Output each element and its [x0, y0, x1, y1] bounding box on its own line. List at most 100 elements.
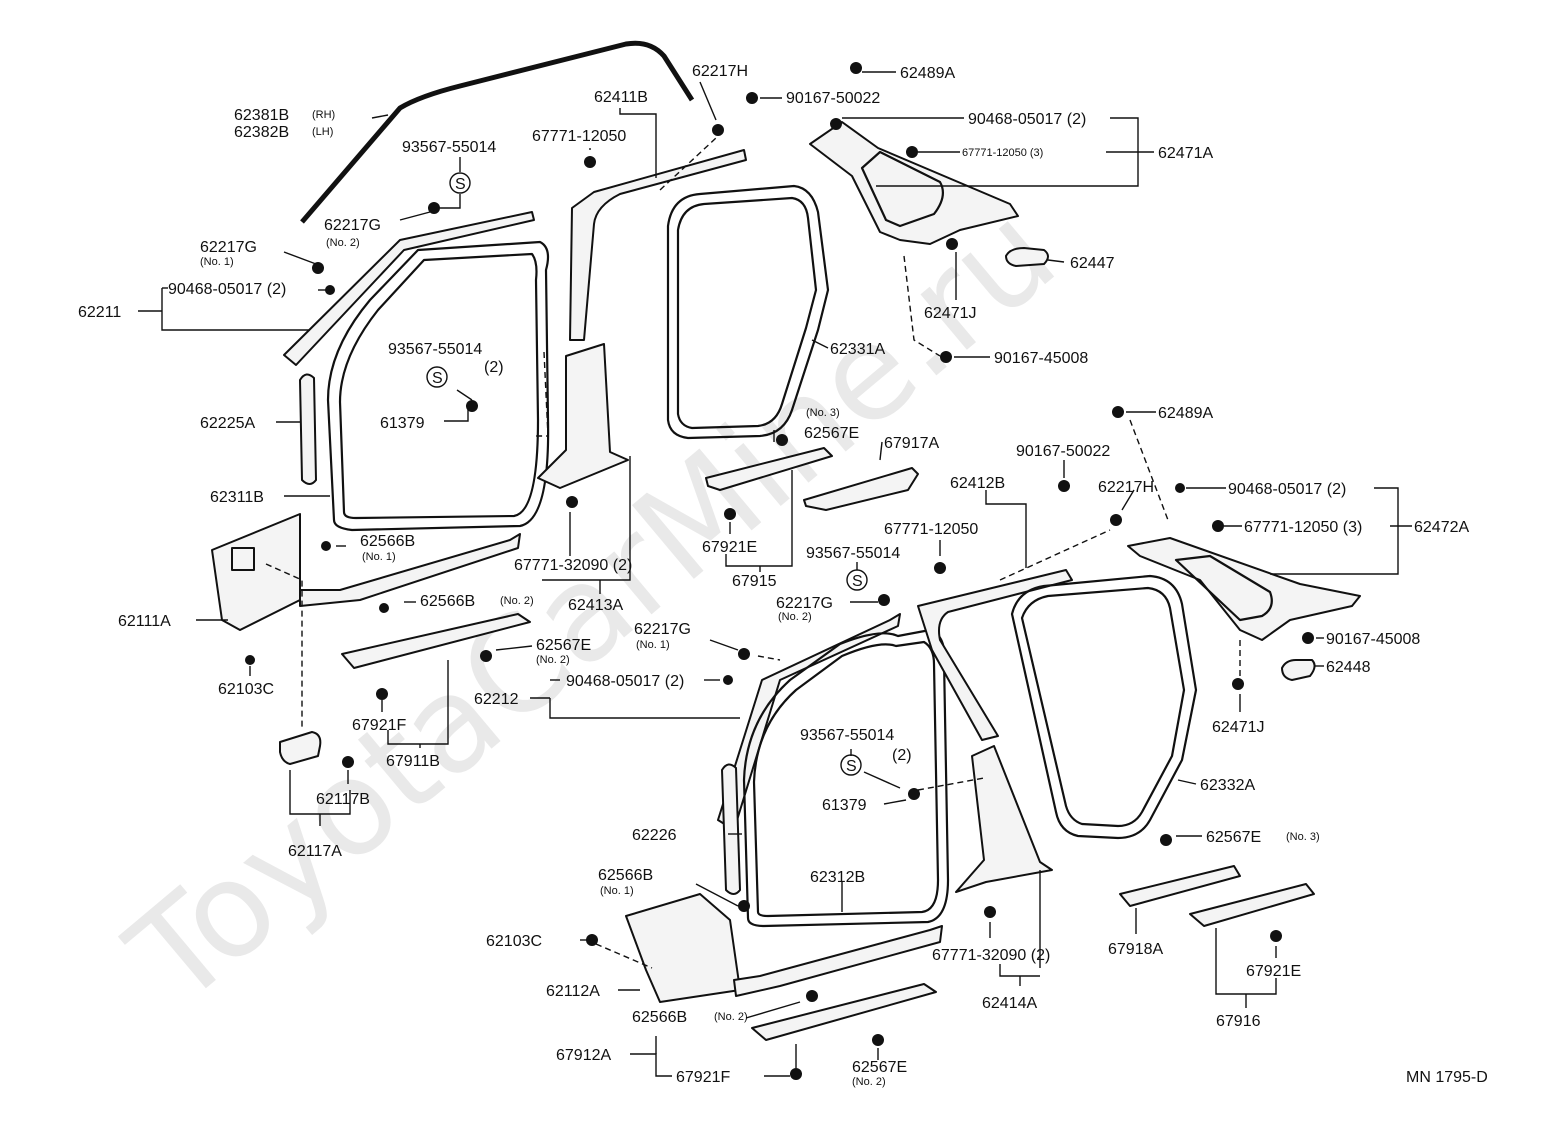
clip-62217H-upper [712, 124, 724, 136]
label-62225A: 62225A [200, 415, 255, 432]
label-93567-c: 93567-55014 [806, 545, 900, 562]
label-no1-c: (No. 1) [362, 551, 396, 563]
front-door-sill-trim-lower [733, 925, 943, 997]
clip-67771-upper-center [584, 156, 596, 168]
label-no2-j: (No. 2) [852, 1076, 886, 1088]
label-two-b: (2) [484, 359, 504, 376]
rear-scuff-plate-67918A [1119, 865, 1241, 907]
clip-62217G-no1-upper [312, 262, 324, 274]
label-67771-a: 67771-12050 [532, 128, 626, 145]
center-pillar-lower-garnish-lower [955, 745, 1053, 893]
clip-62567E-no3-lower [1160, 834, 1172, 846]
rear-door-weatherstrip-lower-inner [1020, 586, 1186, 828]
clip-90167-50022-lower [1058, 480, 1070, 492]
label-62411B: 62411B [594, 89, 648, 106]
label-no1-b: (No. 1) [200, 256, 234, 268]
s-symbol-2 [426, 366, 448, 388]
label-62567E-c: 62567E [1206, 829, 1261, 846]
label-62217G-b: 62217G [200, 239, 257, 256]
rear-door-weatherstrip [666, 184, 830, 440]
label-62117A: 62117A [288, 843, 342, 860]
label-62414A: 62414A [982, 995, 1037, 1012]
label-62566B-b: 62566B [420, 593, 475, 610]
clip-90167-45008-lower [1302, 632, 1314, 644]
label-no3-a: (No. 3) [806, 407, 840, 419]
label-90468-a: 90468-05017 (2) [168, 281, 286, 298]
clip-90167-upper [746, 92, 758, 104]
rear-scuff-plate-67917A [803, 467, 919, 511]
label-62413A: 62413A [568, 597, 623, 614]
label-62412B: 62412B [950, 475, 1005, 492]
kick-panel-vent [231, 547, 255, 571]
label-62566B-c: 62566B [598, 867, 653, 884]
center-pillar-lower-garnish [537, 343, 629, 489]
label-62217G-c: 62217G [776, 595, 833, 612]
clip-62117B [342, 756, 354, 768]
label-62112A: 62112A [546, 983, 600, 1000]
label-62117B: 62117B [316, 791, 370, 808]
clip-62103C-upper [245, 655, 255, 665]
front-kick-panel [211, 513, 301, 631]
label-62489A-a: 62489A [900, 65, 955, 82]
label-90167-45008-b: 90167-45008 [1326, 631, 1420, 648]
clip-62217G-no1-lower [738, 648, 750, 660]
label-62566B-d: 62566B [632, 1009, 687, 1026]
label-67771-32090-a: 67771-32090 (2) [514, 557, 632, 574]
label-67917A: 67917A [884, 435, 939, 452]
rear-quarter-trim-upper [809, 121, 1019, 245]
clip-62489A-lower [1112, 406, 1124, 418]
clip-62567E-no3-upper [776, 434, 788, 446]
clip-67921E-lower [1270, 930, 1282, 942]
quarter-window-opening-lower [1174, 554, 1273, 622]
label-90468-d: 90468-05017 (2) [1228, 481, 1346, 498]
door-opening-strip-lower [721, 763, 741, 895]
label-93567-b: 93567-55014 [388, 341, 482, 358]
label-62212: 62212 [474, 691, 519, 708]
label-67771-c: 67771-12050 [884, 521, 978, 538]
clip-62566B-lower [738, 900, 750, 912]
label-62217H-a: 62217H [692, 63, 748, 80]
label-67918A: 67918A [1108, 941, 1163, 958]
label-61379-a: 61379 [380, 415, 425, 432]
clip-62489A-upper [850, 62, 862, 74]
label-67915: 67915 [732, 573, 777, 590]
assist-grip-cover-lower [1281, 659, 1316, 681]
clip-90468-upper [830, 118, 842, 130]
clip-62566B-upper [321, 541, 331, 551]
label-67912A: 67912A [556, 1047, 611, 1064]
fasteners [245, 62, 1314, 1080]
s-symbol-1-text: S [455, 176, 466, 193]
rear-door-weatherstrip-inner [676, 196, 818, 430]
label-67916: 67916 [1216, 1013, 1261, 1030]
clip-67771-right [1212, 520, 1224, 532]
label-62311B: 62311B [210, 489, 264, 506]
label-62103C-a: 62103C [218, 681, 274, 698]
label-62103C-b: 62103C [486, 933, 542, 950]
label-no1-h: (No. 1) [600, 885, 634, 897]
label-90167-45008-a: 90167-45008 [994, 350, 1088, 367]
assist-grip-cover [1005, 247, 1049, 267]
rear-door-weatherstrip-lower [1010, 574, 1198, 840]
front-pillar-garnish [283, 211, 535, 366]
clip-67771-32090-lower [984, 906, 996, 918]
label-62566B-a: 62566B [360, 533, 415, 550]
label-62211: 62211 [78, 304, 121, 321]
label-62471A: 62471A [1158, 145, 1213, 162]
dashed-lines [265, 137, 1241, 969]
clip-67771-upper [906, 146, 918, 158]
front-door-opening-strip [299, 373, 317, 485]
front-scuff-plate-lower [751, 983, 937, 1041]
front-scuff-plate [341, 613, 531, 669]
label-no2-a: (No. 2) [326, 237, 360, 249]
label-62447: 62447 [1070, 255, 1115, 272]
s-symbol-3-text: S [852, 573, 863, 590]
rear-quarter-trim-lower [1127, 537, 1361, 641]
label-62567E-a: 62567E [536, 637, 591, 654]
label-67771-d: 67771-12050 (3) [1244, 519, 1362, 536]
label-62489A-b: 62489A [1158, 405, 1213, 422]
label-62332A: 62332A [1200, 777, 1255, 794]
label-62226: 62226 [632, 827, 677, 844]
clip-90468-left [325, 285, 335, 295]
clip-90167-45008-upper [940, 351, 952, 363]
labels: 62381B (RH) 62382B (LH) 93567-55014 6221… [78, 63, 1488, 1088]
